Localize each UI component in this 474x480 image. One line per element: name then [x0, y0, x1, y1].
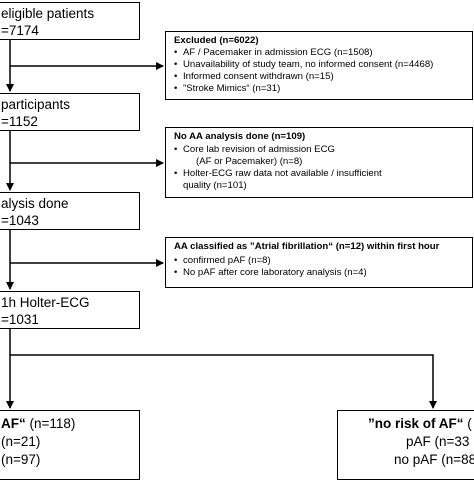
list-item: Core lab revision of admission ECG [174, 144, 382, 156]
holter-label: 1h Holter-ECG [1, 295, 90, 310]
no-risk-rest: ( [467, 416, 472, 431]
no-aa-analysis-box: No AA analysis done (n=109) Core lab rev… [165, 127, 473, 198]
list-item: ”Stroke Mimics“ (n=31) [174, 83, 433, 95]
no-aa-list: Core lab revision of admission ECG (AF o… [174, 144, 382, 192]
list-item: No pAF after core laboratory analysis (n… [174, 267, 367, 279]
analysis-done-box: alysis done =1043 [0, 192, 140, 230]
participants-count: =1152 [1, 114, 38, 129]
aa-classified-box: AA classified as ”Atrial fibrillation“ (… [165, 237, 473, 288]
no-risk-title: ”no risk of AF“ [368, 416, 464, 431]
eligible-label: eligible patients [1, 6, 95, 21]
analysis-count: =1043 [1, 213, 39, 228]
holter-ecg-box: 1h Holter-ECG =1031 [0, 291, 140, 329]
risk-paf-line3: (n=97) [1, 452, 41, 467]
aa-classified-list: confirmed pAF (n=8) No pAF after core la… [174, 255, 367, 279]
list-item: AF / Pacemaker in admission ECG (n=1508) [174, 47, 433, 59]
excluded-box: Excluded (n=6022) AF / Pacemaker in admi… [165, 31, 473, 100]
excluded-list: AF / Pacemaker in admission ECG (n=1508)… [174, 47, 433, 95]
list-item: Holter-ECG raw data not available / insu… [174, 168, 382, 180]
risk-paf-box: AF“ (n=118) (n=21) (n=97) [0, 410, 140, 480]
no-aa-title: No AA analysis done (n=109) [174, 131, 306, 142]
no-risk-line3: no pAF (n=88 [394, 452, 474, 467]
excluded-title: Excluded (n=6022) [174, 35, 259, 46]
no-risk-line2: pAF (n=33 [406, 434, 470, 449]
list-item-continuation: (AF or Pacemaker) (n=8) [196, 156, 303, 167]
eligible-patients-box: eligible patients =7174 [0, 2, 140, 40]
participants-label: participants [1, 97, 71, 112]
eligible-count: =7174 [1, 23, 39, 38]
list-item-continuation: quality (n=101) [183, 180, 247, 191]
no-risk-box: ”no risk of AF“ ( pAF (n=33 no pAF (n=88 [337, 410, 474, 480]
analysis-label: alysis done [1, 196, 69, 211]
list-item: Informed consent withdrawn (n=15) [174, 71, 433, 83]
list-item: Unavailability of study team, no informe… [174, 59, 433, 71]
participants-box: participants =1152 [0, 93, 140, 131]
risk-paf-line2: (n=21) [1, 434, 41, 449]
holter-count: =1031 [1, 312, 39, 327]
no-risk-line1: ”no risk of AF“ ( [368, 417, 472, 431]
list-item: confirmed pAF (n=8) [174, 255, 367, 267]
risk-paf-total: (n=118) [29, 416, 76, 431]
arrow-to-no-risk [10, 354, 437, 409]
risk-paf-line1: AF“ (n=118) [1, 417, 75, 431]
risk-paf-title: AF“ [1, 416, 26, 431]
aa-classified-title: AA classified as ”Atrial fibrillation“ (… [174, 241, 440, 252]
